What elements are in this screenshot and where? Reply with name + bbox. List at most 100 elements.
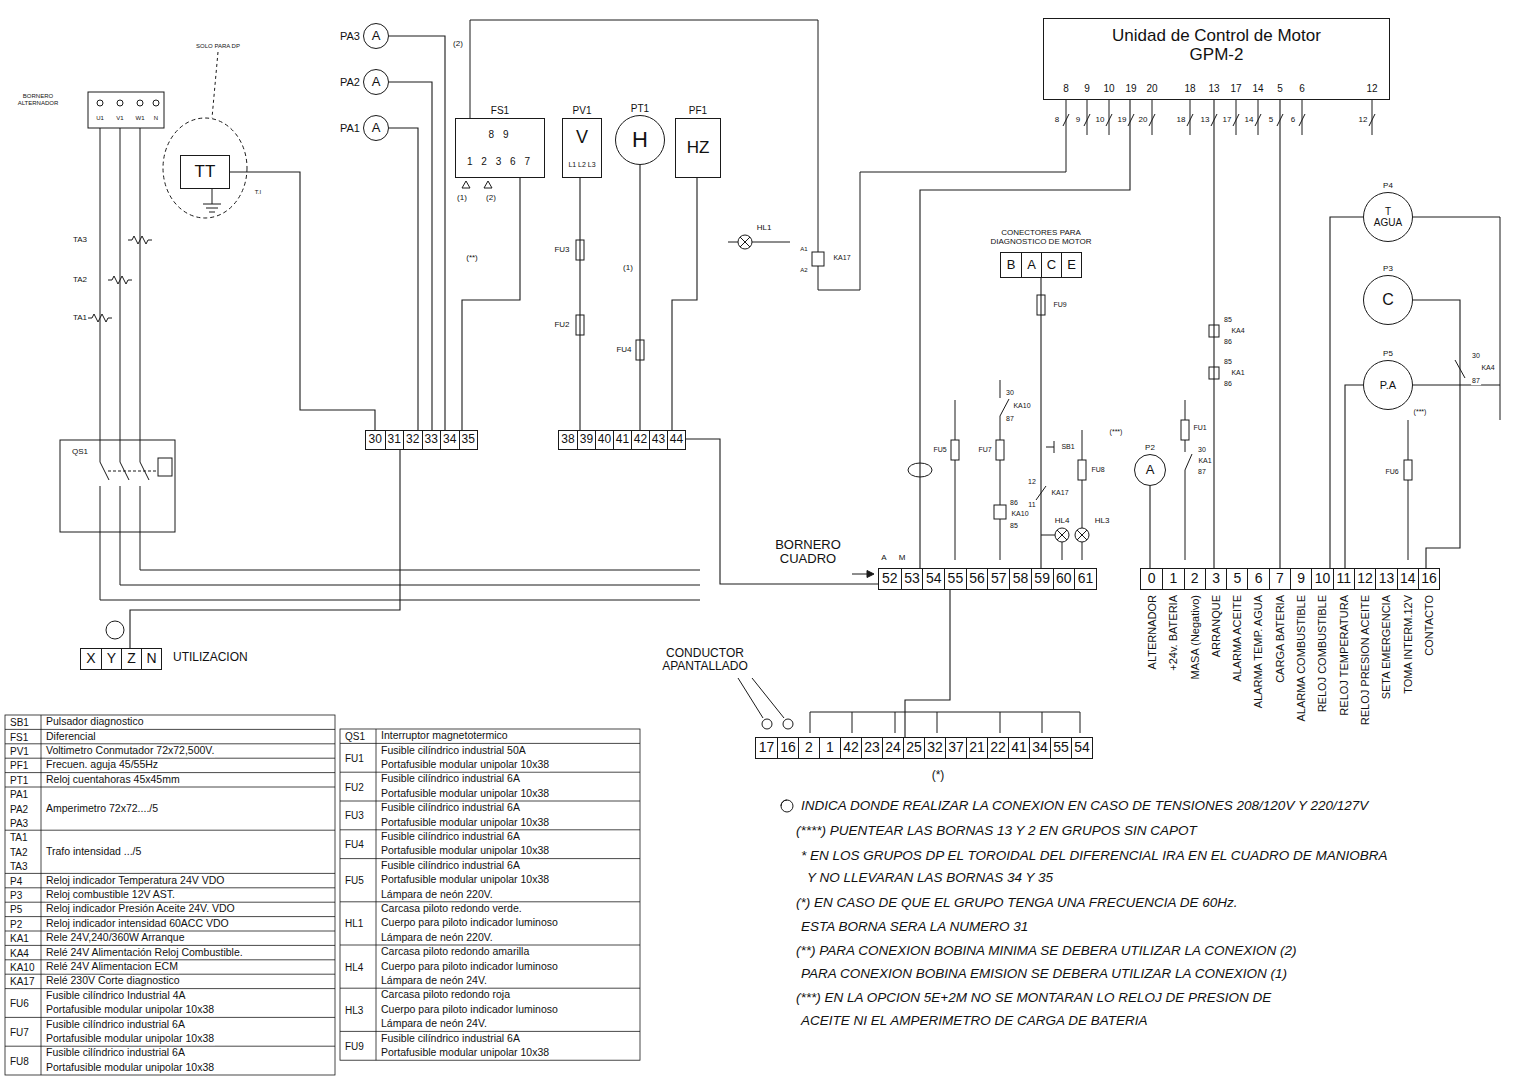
pointer-arrow bbox=[867, 571, 874, 578]
shield-symbol bbox=[762, 463, 932, 729]
terminal-number: 14 bbox=[1397, 569, 1418, 589]
wire-number: 13 bbox=[1200, 116, 1211, 125]
toroid-outline bbox=[212, 52, 218, 118]
wire-number: 10 bbox=[1095, 116, 1106, 125]
table-rule bbox=[376, 729, 377, 1060]
table-rule bbox=[5, 974, 335, 975]
box-label: TT bbox=[195, 163, 216, 182]
alternator-terminals bbox=[88, 92, 164, 128]
table-code: FS1 bbox=[9, 731, 29, 742]
shield-symbol bbox=[762, 719, 772, 729]
pin-number: 17 bbox=[1229, 83, 1242, 94]
table-code: FU6 bbox=[9, 998, 30, 1009]
table-code: KA10 bbox=[9, 962, 35, 973]
callout-label: N bbox=[153, 115, 159, 122]
wire bbox=[470, 20, 1066, 290]
callout-label: 87 bbox=[1197, 468, 1207, 476]
instrument-text: 1 2 3 6 7 bbox=[467, 156, 533, 167]
table-description: Carcasa piloto redondo verde. bbox=[380, 903, 523, 915]
callout-label: HL1 bbox=[756, 224, 773, 233]
table-description: Reloj indicador Temperatura 24V VDO bbox=[45, 875, 225, 887]
table-code: P5 bbox=[9, 904, 23, 915]
note-symbol bbox=[781, 800, 787, 806]
table-description: Amperimetro 72x72..../5 bbox=[45, 803, 159, 815]
hour-meter: PT1H bbox=[615, 103, 665, 165]
table-description: Lámpara de neón 24V. bbox=[380, 1018, 488, 1030]
terminal-number: 37 bbox=[945, 738, 966, 758]
leader-line bbox=[738, 678, 784, 718]
callout-label: (*) bbox=[931, 769, 946, 782]
table-rule bbox=[5, 887, 335, 888]
terminal-number: 11 bbox=[1333, 569, 1354, 589]
table-description: Cuerpo para piloto indicador luminoso bbox=[380, 961, 559, 973]
terminal-strip: 01235679101112131416 bbox=[1140, 568, 1440, 590]
callout-label: KA1 bbox=[1197, 457, 1212, 465]
callout-label: 30 bbox=[1005, 389, 1015, 397]
toroid-outline bbox=[163, 118, 247, 218]
terminal-function: CARGA BATERIA bbox=[1274, 594, 1286, 684]
table-rule bbox=[340, 901, 640, 902]
callout-label: FU7 bbox=[977, 446, 992, 454]
relay-contact bbox=[1000, 360, 1465, 500]
terminal-number: N bbox=[141, 649, 161, 669]
note-text: INDICA DONDE REALIZAR LA CONEXION EN CAS… bbox=[800, 799, 1369, 814]
wire-connector bbox=[389, 128, 418, 430]
instrument-text: L1 L2 L3 bbox=[568, 161, 595, 169]
terminal-number: 55 bbox=[1050, 738, 1071, 758]
connector-heading: CONECTORES PARA DIAGNOSTICO DE MOTOR bbox=[976, 229, 1106, 247]
table-code: P4 bbox=[9, 875, 23, 886]
terminal-number: B bbox=[1001, 253, 1021, 277]
terminal-function: ALTERNADOR bbox=[1146, 594, 1158, 670]
table-description: Fusible cilíndrico industrial 6A bbox=[45, 1019, 186, 1031]
relay-coil bbox=[812, 252, 824, 266]
relay-contact bbox=[1046, 441, 1054, 453]
loop-symbol bbox=[106, 621, 124, 639]
instrument-box: 8 91 2 3 6 7 bbox=[455, 118, 545, 178]
lamp-symbol bbox=[738, 235, 752, 249]
table-description: Fusible cilíndrico Industrial 4A bbox=[45, 990, 186, 1002]
wire-connector bbox=[1279, 100, 1280, 568]
table-rule bbox=[340, 945, 640, 946]
meter-symbol: A bbox=[1146, 463, 1155, 477]
table-frame bbox=[5, 715, 335, 1075]
table-description: Portafusible modular unipolar 10x38 bbox=[45, 1033, 215, 1045]
terminal-number: 6 bbox=[1247, 569, 1268, 589]
terminal-function: RELOJ TEMPERATURA bbox=[1338, 594, 1350, 717]
note-text: (****) PUENTEAR LAS BORNAS 13 Y 2 EN GRU… bbox=[795, 824, 1198, 839]
table-code: PA1 bbox=[9, 789, 29, 800]
table-code: FU9 bbox=[344, 1040, 365, 1051]
terminal-number: 43 bbox=[649, 431, 667, 449]
terminal-function: RELOJ COMBUSTIBLE bbox=[1316, 594, 1328, 713]
callout-label: HL4 bbox=[1054, 517, 1071, 526]
alternator-terminals bbox=[88, 92, 164, 128]
current-transformer bbox=[88, 314, 112, 322]
device-tag: PA2 bbox=[340, 76, 360, 88]
table-description: Portafusible modular unipolar 10x38 bbox=[45, 1062, 215, 1074]
connector-block: BACE bbox=[1000, 252, 1082, 278]
callout-label: BORNERO CUADRO bbox=[767, 538, 849, 567]
callout-label: (1) bbox=[622, 264, 634, 273]
note-text: PARA CONEXION BOBINA EMISION SE DEBERA U… bbox=[800, 967, 1288, 982]
terminal-strip: 303132333435 bbox=[365, 430, 478, 450]
callout-label: T.I bbox=[254, 189, 262, 196]
device-tag: PF1 bbox=[689, 105, 707, 116]
wire bbox=[1000, 380, 1001, 560]
callout-label: U1 bbox=[95, 115, 105, 122]
wire-number: 18 bbox=[1176, 116, 1187, 125]
table-code: FU5 bbox=[344, 875, 365, 886]
fuse-symbol bbox=[1404, 460, 1412, 480]
instrument-box: VL1 L2 L3 bbox=[562, 118, 602, 178]
meter-symbol: C bbox=[1382, 291, 1394, 309]
table-rule bbox=[5, 787, 335, 788]
table-description: Fusible cilíndrico industrial 6A bbox=[380, 860, 521, 872]
terminal-strip: 52535455565758596061 bbox=[878, 568, 1097, 590]
table-frame bbox=[340, 729, 640, 1060]
note-text: ESTA BORNA SERA LA NUMERO 31 bbox=[800, 920, 1029, 935]
table-description: Cuerpo para piloto indicador luminoso bbox=[380, 1004, 559, 1016]
wire-number: 6 bbox=[1290, 116, 1296, 125]
diagnostic-connector: CONECTORES PARA DIAGNOSTICO DE MOTOR BACE bbox=[976, 229, 1106, 278]
device-tag: PT1 bbox=[631, 103, 649, 114]
leader-line bbox=[852, 574, 868, 575]
terminal-number: 34 bbox=[440, 431, 459, 449]
terminal-function: TOMA INTERM.12V bbox=[1402, 594, 1414, 695]
